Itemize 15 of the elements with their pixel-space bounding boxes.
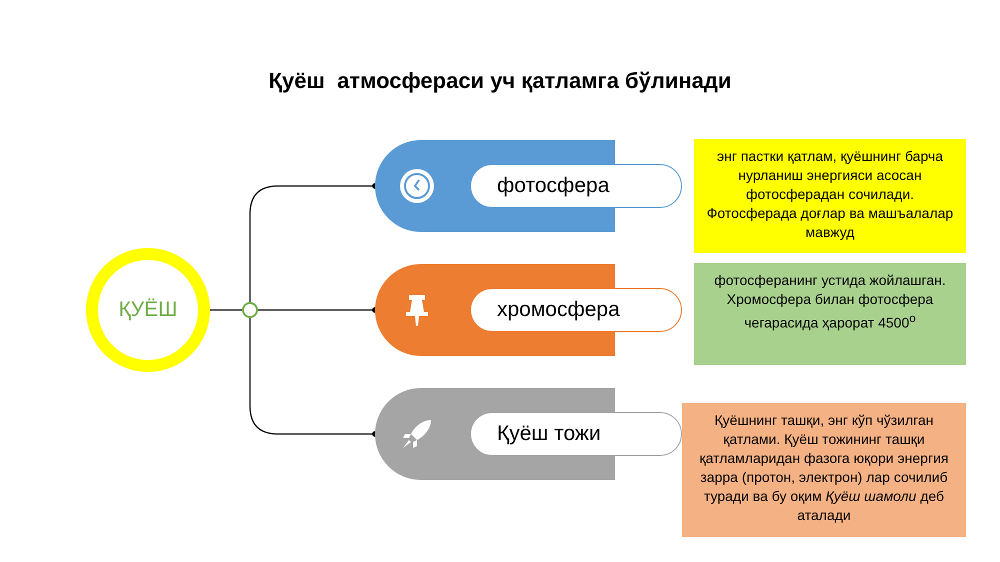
description-box (682, 403, 966, 537)
description-text: фотосферанинг устида жойлашган. Хромосфера билан фотосфера чегарасида ҳарорат 4500$^{o}$ (713, 271, 947, 333)
description-box (694, 263, 966, 365)
description-box (694, 139, 966, 253)
connector-line (210, 309, 242, 311)
layer-label: хромосфера (470, 288, 682, 332)
title: Қуёш атмосфераси уч қатламга бўлинади (268, 68, 732, 94)
layer-band (375, 388, 682, 480)
junction-circle (242, 302, 258, 318)
layer-label: Қуёш тожи (470, 412, 682, 456)
layer-label: фотосфера (470, 164, 682, 208)
description-text: энг пастки қатлам, қуёшнинг барча нурланиш энергияси асосан фотосферадан сочилади. Фотосферада доғлар ва машъалалар мавжуд (706, 147, 954, 242)
sun-label: ҚУЁШ (118, 298, 178, 322)
description-text: Қуёшнинг ташқи, энг кўп чўзилган қатлами. Қуёш тожининг ташқи қатламларидан фазога юқори энергия зарра (протон, электрон) лар сочилиб туради ва бу оқим Қуёш шамоли деб аталади (698, 411, 950, 525)
sun-ring (86, 248, 210, 372)
